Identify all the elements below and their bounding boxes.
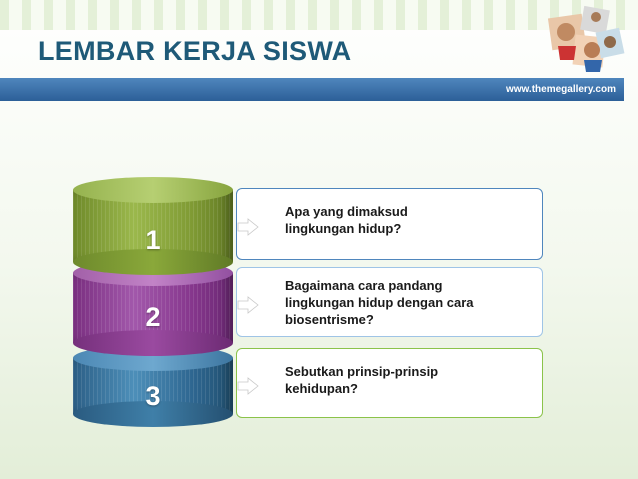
number-label-3: 3: [145, 381, 161, 411]
cylinder-segment-1: 1: [73, 177, 233, 275]
header-stripes: [0, 0, 638, 30]
arrow-right-icon: [237, 377, 259, 395]
number-label-1: 1: [145, 225, 161, 255]
page-title: LEMBAR KERJA SISWA: [38, 36, 352, 66]
arrow-right-icon: [237, 218, 259, 236]
cylinder-segment-3: 3: [73, 345, 233, 427]
header-bar: [0, 78, 624, 101]
question-text-3: Sebutkan prinsip-prinsip kehidupan?: [285, 364, 439, 396]
arrow-right-icon: [237, 296, 259, 314]
number-label-2: 2: [145, 302, 161, 332]
question-text-1: Apa yang dimaksud lingkungan hidup?: [285, 204, 408, 236]
question-card-2: Bagaimana cara pandang lingkungan hidup …: [236, 267, 543, 337]
question-card-1: Apa yang dimaksud lingkungan hidup?: [236, 188, 543, 260]
question-card-3: Sebutkan prinsip-prinsip kehidupan?: [236, 348, 543, 418]
question-text-2: Bagaimana cara pandang lingkungan hidup …: [285, 278, 474, 327]
website-url: www.themegallery.com: [505, 84, 616, 95]
puzzle-people-logo: [547, 5, 625, 72]
